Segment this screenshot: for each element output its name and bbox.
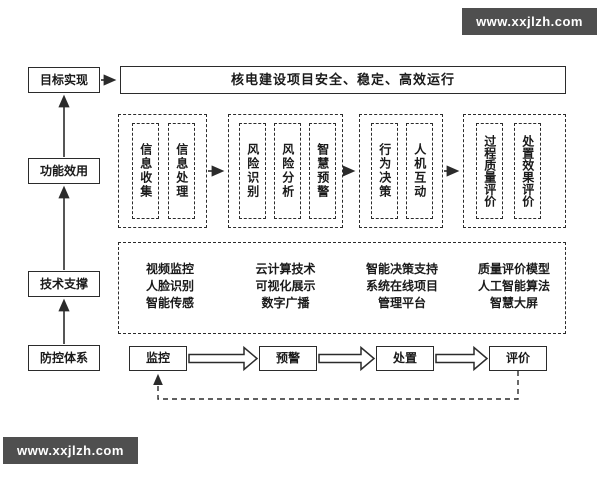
process-box-disposal: 处置	[376, 346, 434, 371]
function-group-decision: 行为决策 人机互动	[359, 114, 443, 228]
prevention-system-box: 防控体系	[28, 345, 100, 371]
process-box-evaluation: 评价	[489, 346, 547, 371]
goal-statement-box: 核电建设项目安全、稳定、高效运行	[120, 66, 566, 94]
function-item-box: 过程质量评价	[476, 123, 503, 219]
tech-item-monitoring: 视频监控 人脸识别 智能传感	[145, 262, 194, 310]
feedback-dashed-line	[153, 371, 519, 400]
function-item-box: 风险识别	[239, 123, 266, 219]
process-box-warning: 预警	[259, 346, 317, 371]
function-item-box: 行为决策	[371, 123, 398, 219]
function-item-box: 智慧预警	[309, 123, 336, 219]
tech-support-panel	[118, 242, 566, 334]
process-box-monitor: 监控	[129, 346, 187, 371]
tech-item-ai: 质量评价模型 人工智能算法 智慧大屏	[477, 262, 550, 310]
function-item-box: 处置效果评价	[514, 123, 541, 219]
tech-support-box: 技术支撑	[28, 271, 100, 297]
tech-item-decision-platform: 智能决策支持 系统在线项目 管理平台	[365, 262, 438, 310]
tech-item-cloud: 云计算技术 可视化展示 数字广播	[255, 262, 316, 310]
function-group-risk: 风险识别 风险分析 智慧预警	[228, 114, 343, 228]
goal-realization-box: 目标实现	[28, 67, 100, 93]
function-group-evaluation: 过程质量评价 处置效果评价	[463, 114, 566, 228]
function-item-box: 人机互动	[406, 123, 433, 219]
function-utility-box: 功能效用	[28, 158, 100, 184]
function-item-box: 信息收集	[132, 123, 159, 219]
function-item-box: 风险分析	[274, 123, 301, 219]
process-block-arrows	[188, 345, 489, 372]
watermark-top: www.xxjlzh.com	[462, 8, 597, 35]
watermark-bottom: www.xxjlzh.com	[3, 437, 138, 464]
function-item-box: 信息处理	[168, 123, 195, 219]
function-group-information: 信息收集 信息处理	[118, 114, 207, 228]
